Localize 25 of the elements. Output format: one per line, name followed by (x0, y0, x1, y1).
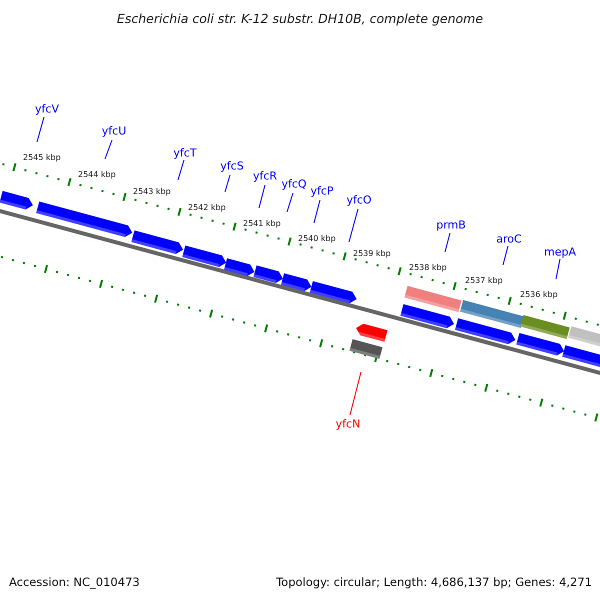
position-label: 2542 kbp (188, 203, 226, 213)
footer-note: Topology: circular; Length: 4,686,137 bp; Genes: 4,271 (276, 574, 592, 591)
position-label: 2540 kbp (298, 234, 336, 244)
position-label: 2545 kbp (23, 153, 61, 163)
position-label: 2539 kbp (353, 249, 391, 259)
gene-label: aroC (496, 232, 522, 246)
position-label: 2537 kbp (465, 276, 503, 286)
gene-label: yfcU (102, 124, 126, 138)
gene-label: yfcO (346, 194, 372, 206)
gene-label: yfcV (35, 102, 59, 116)
gene-label: yfcN (336, 418, 360, 430)
gene-label: yfcP (310, 184, 334, 198)
position-label: 2543 kbp (133, 187, 171, 197)
title: Escherichia coli str. K-12 substr. DH10B, complete genome (116, 10, 484, 28)
position-label: 2538 kbp (409, 263, 447, 273)
position-label: 2544 kbp (78, 170, 116, 180)
gene-label: yfcT (173, 146, 197, 160)
gene-label: mepA (544, 246, 576, 258)
position-label: 2536 kbp (520, 290, 558, 300)
gene-label: yfcR (252, 170, 278, 182)
gene-label: prmB (436, 218, 466, 232)
footer-note: Accession: NC_010473 (9, 574, 140, 591)
gene-label: yfcQ (281, 178, 307, 190)
position-label: 2541 kbp (243, 219, 281, 229)
gene-label: yfcS (220, 160, 244, 172)
